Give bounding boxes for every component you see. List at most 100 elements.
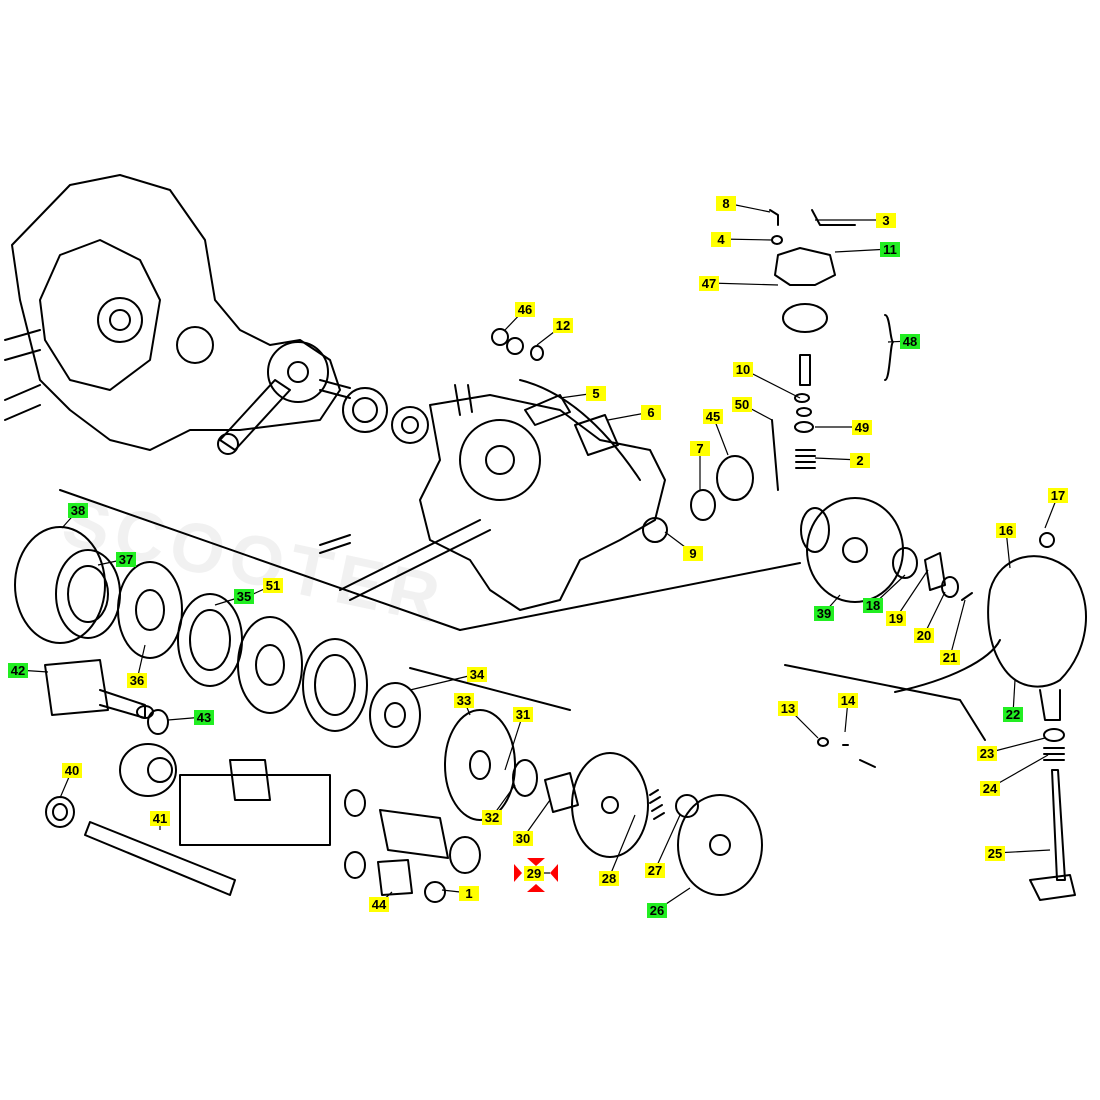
part-label-10[interactable]: 10 — [733, 362, 753, 377]
leader-line-19 — [895, 569, 929, 619]
part-label-46[interactable]: 46 — [515, 302, 535, 317]
part-label-48[interactable]: 48 — [900, 334, 920, 349]
part-label-9[interactable]: 9 — [683, 546, 703, 561]
leader-line-20 — [923, 591, 946, 636]
lock-plate-19 — [924, 552, 946, 591]
pressure-plate-26 — [677, 794, 763, 896]
part-label-4[interactable]: 4 — [711, 232, 731, 247]
washer-4 — [771, 235, 783, 245]
part-label-35[interactable]: 35 — [234, 589, 254, 604]
part-label-6[interactable]: 6 — [641, 405, 661, 420]
part-label-5[interactable]: 5 — [586, 386, 606, 401]
crankcase-outline — [11, 174, 341, 451]
gear-cluster-42 — [44, 659, 109, 716]
part-label-36[interactable]: 36 — [127, 673, 147, 688]
plate-29 — [571, 752, 649, 858]
part-label-44[interactable]: 44 — [369, 897, 389, 912]
part-label-23[interactable]: 23 — [977, 746, 997, 761]
part-label-38[interactable]: 38 — [68, 503, 88, 518]
part-label-26[interactable]: 26 — [647, 903, 667, 918]
clutch-plate-35a — [177, 593, 243, 687]
bolt-14 — [842, 744, 876, 768]
bushing-42 — [119, 743, 177, 797]
ball-27 — [675, 794, 699, 818]
washer-23 — [1043, 728, 1065, 742]
spring-28 — [649, 789, 665, 820]
crankshaft-rod — [219, 379, 291, 451]
part-label-30[interactable]: 30 — [513, 831, 533, 846]
part-label-34[interactable]: 34 — [467, 667, 487, 682]
clutch-plate-35b — [302, 638, 368, 732]
gear-7 — [690, 489, 716, 521]
pin-21 — [961, 592, 973, 601]
part-label-32[interactable]: 32 — [482, 810, 502, 825]
gear-48 — [782, 303, 828, 333]
part-label-11[interactable]: 11 — [880, 242, 900, 257]
part-label-8[interactable]: 8 — [716, 196, 736, 211]
part-label-51[interactable]: 51 — [263, 578, 283, 593]
part-label-17[interactable]: 17 — [1048, 488, 1068, 503]
part-label-39[interactable]: 39 — [814, 606, 834, 621]
crankcase-inner — [39, 239, 161, 391]
bushing-44 — [377, 859, 413, 896]
crank-bearing — [97, 297, 143, 343]
engine-block — [419, 394, 666, 611]
snap-ring-38 — [14, 526, 106, 644]
part-label-1[interactable]: 1 — [459, 886, 479, 901]
part-label-47[interactable]: 47 — [699, 276, 719, 291]
washer-10a — [794, 393, 810, 403]
part-label-25[interactable]: 25 — [985, 846, 1005, 861]
pin-5 — [524, 394, 571, 426]
crankshaft-web — [267, 341, 329, 403]
washer-43c — [344, 851, 366, 879]
screw-8 — [769, 209, 779, 226]
part-label-40[interactable]: 40 — [62, 763, 82, 778]
part-label-22[interactable]: 22 — [1003, 707, 1023, 722]
leader-line-34 — [409, 673, 478, 691]
seal-9 — [642, 517, 668, 543]
washer-10b — [796, 407, 812, 417]
part-label-43[interactable]: 43 — [194, 710, 214, 725]
washer-43b — [344, 789, 366, 817]
shaft-41 — [84, 821, 236, 896]
part-label-41[interactable]: 41 — [150, 811, 170, 826]
part-label-27[interactable]: 27 — [645, 863, 665, 878]
leader-line-21 — [949, 599, 966, 658]
washer-13 — [817, 737, 829, 747]
part-label-20[interactable]: 20 — [914, 628, 934, 643]
part-label-29[interactable]: 29 — [524, 866, 544, 881]
part-label-2[interactable]: 2 — [850, 453, 870, 468]
oil-seal — [391, 406, 429, 444]
part-label-21[interactable]: 21 — [940, 650, 960, 665]
brace-48 — [884, 314, 894, 381]
gear-34 — [369, 682, 421, 748]
disc-33 — [444, 709, 516, 821]
bearing-46a — [491, 328, 509, 346]
part-label-7[interactable]: 7 — [690, 441, 710, 456]
part-label-13[interactable]: 13 — [778, 701, 798, 716]
part-label-18[interactable]: 18 — [863, 598, 883, 613]
part-label-14[interactable]: 14 — [838, 693, 858, 708]
part-label-37[interactable]: 37 — [116, 552, 136, 567]
part-label-19[interactable]: 19 — [886, 611, 906, 626]
part-label-50[interactable]: 50 — [732, 397, 752, 412]
bushing-6 — [574, 414, 619, 456]
part-label-45[interactable]: 45 — [703, 409, 723, 424]
washer-18 — [892, 547, 918, 579]
part-label-31[interactable]: 31 — [513, 707, 533, 722]
part-label-42[interactable]: 42 — [8, 663, 28, 678]
housing-11 — [774, 247, 836, 286]
clutch-bell-39 — [806, 497, 904, 603]
part-label-24[interactable]: 24 — [980, 781, 1000, 796]
marker-arrow-bottom — [527, 884, 545, 892]
bearing-46b — [506, 337, 524, 355]
part-label-16[interactable]: 16 — [996, 523, 1016, 538]
part-label-28[interactable]: 28 — [599, 871, 619, 886]
part-label-3[interactable]: 3 — [876, 213, 896, 228]
part-label-33[interactable]: 33 — [454, 693, 474, 708]
part-label-12[interactable]: 12 — [553, 318, 573, 333]
part-label-49[interactable]: 49 — [852, 420, 872, 435]
leader-line-27 — [654, 814, 681, 871]
block-bore — [459, 419, 541, 501]
